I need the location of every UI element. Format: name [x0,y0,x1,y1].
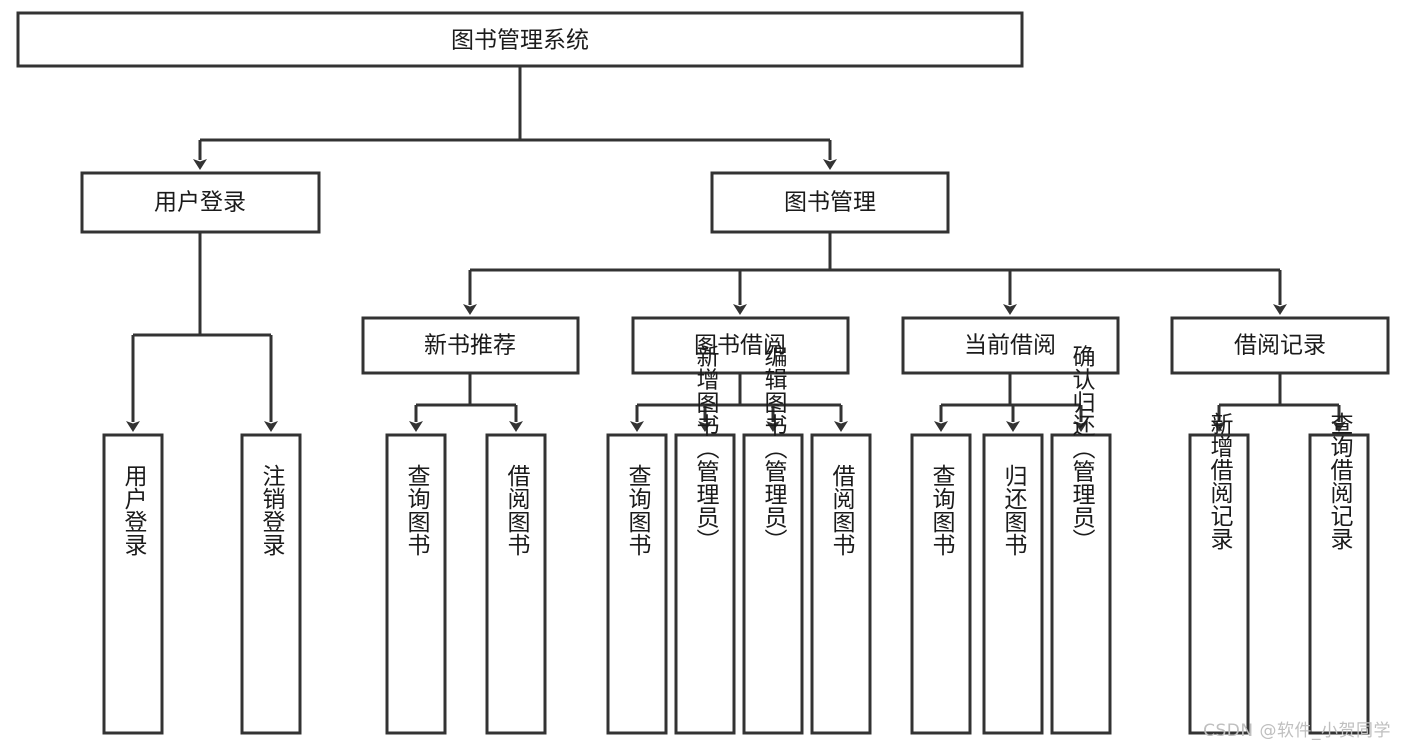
node-book-borrow-label: 图书借阅 [694,333,786,359]
leaf-logout-box[interactable] [240,433,302,735]
leaf-nbr-query-book-box[interactable] [385,433,447,735]
leaf-nbr-query-book-label: 查询图书 [403,464,431,556]
leaf-user-login-box[interactable] [102,433,164,735]
leaf-bb-add-book-box[interactable] [674,433,736,735]
leaf-bb-borrow-book-label: 借阅图书 [828,464,856,556]
node-book-management[interactable]: 图书管理 [710,171,950,234]
leaf-user-login-label: 用户登录 [120,464,148,556]
node-borrow-record-box[interactable] [1170,316,1390,375]
node-book-borrow-box[interactable] [631,316,850,375]
leaf-logout-label: 注销登录 [258,464,286,556]
leaf-bb-edit-book[interactable]: 编辑图书（管理员） [742,345,804,735]
leaf-br-add-record-label: 新增借阅记录 [1206,412,1234,550]
node-new-book-recommend-box[interactable] [361,316,580,375]
leaf-bb-query-book-label: 查询图书 [624,464,652,556]
node-root-system[interactable]: 图书管理系统 [16,11,1024,68]
leaf-bb-borrow-book-box[interactable] [810,433,872,735]
node-user-login-box[interactable] [80,171,321,234]
node-user-login-label: 用户登录 [154,190,246,216]
leaf-user-login[interactable]: 用户登录 [102,433,164,735]
leaf-bb-query-book-box[interactable] [606,433,668,735]
leaf-cb-query-book-label: 查询图书 [928,464,956,556]
leaf-nbr-borrow-book-label: 借阅图书 [503,464,531,556]
leaf-cb-return-book-label: 归还图书 [1000,464,1028,556]
connector-group-new-book-rec [409,373,523,432]
node-new-book-recommend-label: 新书推荐 [424,333,516,359]
leaf-cb-confirm-return[interactable]: 确认归还（管理员） [1050,345,1112,735]
connector-group-root [193,66,837,170]
node-current-borrow-label: 当前借阅 [964,333,1056,359]
leaf-bb-add-book[interactable]: 新增图书（管理员） [674,345,736,735]
node-root-system-label: 图书管理系统 [451,28,589,54]
leaf-cb-confirm-return-label: 确认归还（管理员） [1068,345,1096,552]
leaf-bb-query-book[interactable]: 查询图书 [606,433,668,735]
connector-group-book-borrow [630,373,848,432]
node-current-borrow-box[interactable] [901,316,1120,375]
node-book-management-box[interactable] [710,171,950,234]
connector-group-borrow-record [1212,373,1346,432]
leaf-br-query-record-box[interactable] [1308,433,1370,735]
leaf-cb-query-book-box[interactable] [910,433,972,735]
leaf-nbr-borrow-book-box[interactable] [485,433,547,735]
leaf-bb-edit-book-label: 编辑图书（管理员） [760,345,788,552]
node-current-borrow[interactable]: 当前借阅 [901,316,1120,375]
leaf-bb-edit-book-box[interactable] [742,433,804,735]
leaf-nbr-borrow-book[interactable]: 借阅图书 [485,433,547,735]
leaf-cb-return-book[interactable]: 归还图书 [982,433,1044,735]
node-book-borrow[interactable]: 图书借阅 [631,316,850,375]
leaf-cb-confirm-return-box[interactable] [1050,433,1112,735]
leaf-br-add-record-box[interactable] [1188,433,1250,735]
leaf-bb-add-book-label: 新增图书（管理员） [692,345,720,552]
node-user-login[interactable]: 用户登录 [80,171,321,234]
leaf-br-query-record-label: 查询借阅记录 [1326,412,1354,550]
node-borrow-record[interactable]: 借阅记录 [1170,316,1390,375]
leaf-cb-return-book-box[interactable] [982,433,1044,735]
node-root-system-box[interactable] [16,11,1024,68]
leaf-cb-query-book[interactable]: 查询图书 [910,433,972,735]
leaf-bb-borrow-book[interactable]: 借阅图书 [810,433,872,735]
connector-group-current-borrow [934,373,1088,432]
node-book-management-label: 图书管理 [784,190,876,216]
leaf-br-query-record[interactable]: 查询借阅记录 [1308,412,1370,735]
node-borrow-record-label: 借阅记录 [1234,333,1326,359]
node-new-book-recommend[interactable]: 新书推荐 [361,316,580,375]
leaf-nbr-query-book[interactable]: 查询图书 [385,433,447,735]
leaf-logout[interactable]: 注销登录 [240,433,302,735]
connector-group-book-mgmt [463,232,1287,315]
leaf-br-add-record[interactable]: 新增借阅记录 [1188,412,1250,735]
connector-group-user-login [126,232,278,432]
